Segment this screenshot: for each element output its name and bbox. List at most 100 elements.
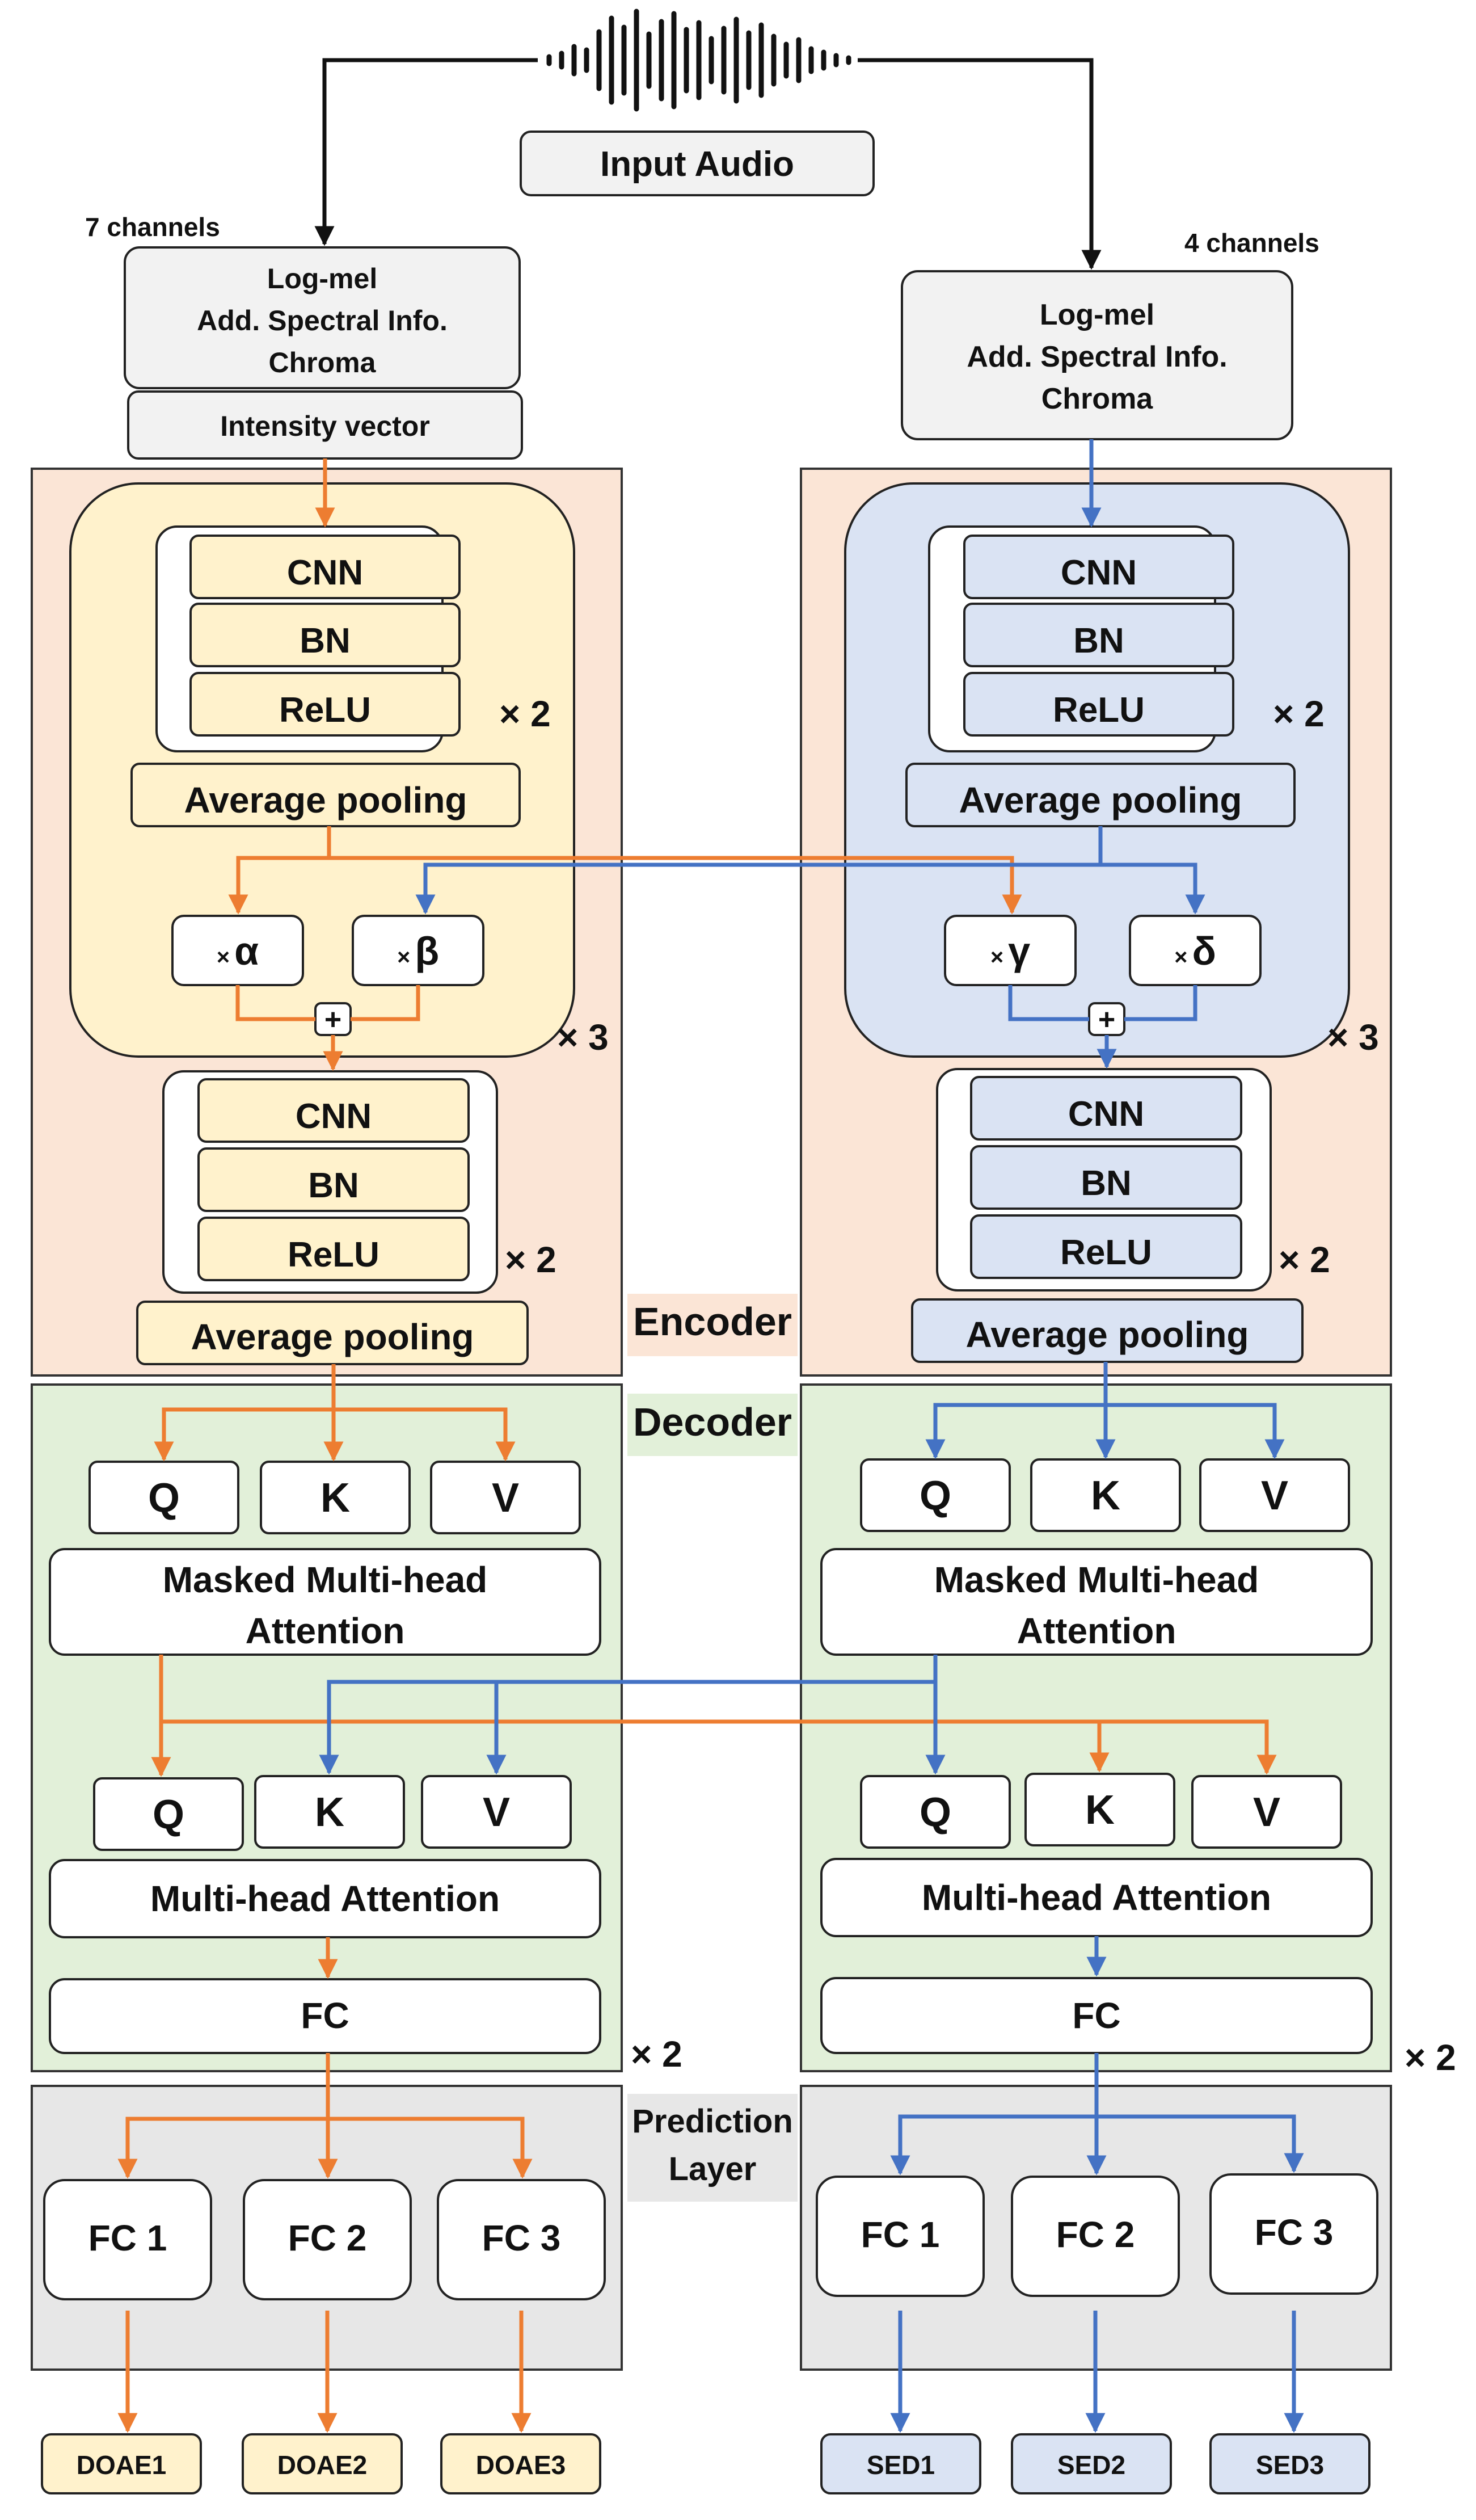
left-bn-box xyxy=(189,603,461,667)
doae3-label: DOAE3 xyxy=(476,2450,566,2480)
left-masked-attention-box xyxy=(49,1548,601,1656)
doae3-box xyxy=(440,2433,601,2494)
input-audio-label: Input Audio xyxy=(600,145,794,184)
right-delta-label: ×δ xyxy=(1174,929,1216,973)
left-dec-v1-label: V xyxy=(492,1475,519,1521)
right-dec-k2-box xyxy=(1024,1773,1175,1846)
right-features-box xyxy=(901,270,1293,440)
doae2-box xyxy=(242,2433,403,2494)
right-feature-logmel: Log-mel xyxy=(1040,298,1154,331)
left-dec-k2-box xyxy=(254,1775,405,1849)
left-masked-attention-line2: Attention xyxy=(246,1610,405,1651)
right-bn2-label: BN xyxy=(1081,1164,1132,1203)
left-fc-label: FC xyxy=(301,1995,349,2036)
sed3-label: SED3 xyxy=(1256,2450,1324,2480)
right-dec-k2-label: K xyxy=(1085,1787,1115,1833)
right-dec-v2-label: V xyxy=(1253,1790,1280,1835)
decoder-label-bg xyxy=(627,1394,798,1456)
right-dec-q1-box xyxy=(860,1458,1011,1532)
left-relu2-box xyxy=(197,1217,470,1281)
prediction-label-bg xyxy=(627,2094,798,2202)
input-audio-box xyxy=(520,131,875,196)
left-cnn-label: CNN xyxy=(287,553,363,592)
left-relu-label: ReLU xyxy=(279,691,371,730)
right-pool-to-beta xyxy=(415,863,1100,915)
sed2-box xyxy=(1011,2433,1172,2494)
right-relu2-box xyxy=(970,1214,1242,1279)
right-dec-k1-box xyxy=(1030,1458,1181,1532)
right-dec-k1-label: K xyxy=(1091,1473,1120,1518)
left-beta-label: ×β xyxy=(397,929,439,973)
right-pred-fc3-box xyxy=(1209,2173,1378,2295)
left-intensity-label: Intensity vector xyxy=(220,410,430,442)
left-cnn-box xyxy=(189,535,461,599)
left-repeat-2b: × 2 xyxy=(505,1239,556,1280)
left-masked-attention-line1: Masked Multi-head xyxy=(163,1559,488,1600)
left-feature-logmel: Log-mel xyxy=(267,263,377,295)
left-feature-spectral: Add. Spectral Info. xyxy=(197,305,448,336)
right-pred-fc2-label: FC 2 xyxy=(1056,2214,1135,2255)
left-feature-chroma: Chroma xyxy=(269,347,377,378)
left-dec-k1-label: K xyxy=(320,1475,350,1521)
right-repeat-2b: × 2 xyxy=(1279,1239,1330,1280)
left-repeat-3: × 3 xyxy=(557,1017,609,1058)
left-dec-q1-box xyxy=(88,1461,239,1534)
right-relu2-label: ReLU xyxy=(1060,1233,1152,1272)
right-masked-attention-line2: Attention xyxy=(1017,1610,1176,1651)
left-pred-fc2-label: FC 2 xyxy=(288,2218,367,2258)
decoder-label: Decoder xyxy=(633,1400,792,1444)
left-plus-label: + xyxy=(324,1003,341,1036)
encoder-label: Encoder xyxy=(633,1299,792,1344)
right-fc-label: FC xyxy=(1072,1995,1120,2036)
right-masked-attention-box xyxy=(820,1548,1373,1656)
right-pred-fc1-box xyxy=(816,2176,985,2297)
right-avgpool2-label: Average pooling xyxy=(965,1314,1249,1355)
right-plus-label: + xyxy=(1098,1003,1115,1036)
prediction-label-line1: Prediction xyxy=(632,2103,793,2140)
left-attention-box xyxy=(49,1859,601,1938)
right-attention-label: Multi-head Attention xyxy=(922,1877,1271,1918)
left-to-right-v2 xyxy=(1099,1719,1277,1775)
left-dec-q2-box xyxy=(93,1777,244,1851)
waveform-icon xyxy=(546,9,851,112)
left-relu2-label: ReLU xyxy=(288,1235,379,1274)
prediction-label-line2: Layer xyxy=(669,2151,757,2187)
right-masked-to-left-k2 xyxy=(319,1680,935,1775)
left-dec-k2-label: K xyxy=(315,1790,344,1835)
right-avgpool-label: Average pooling xyxy=(959,780,1242,821)
right-stream-connectors xyxy=(319,439,1304,2433)
right-feature-chroma: Chroma xyxy=(1041,382,1154,415)
right-cnn2-box xyxy=(970,1076,1242,1141)
left-dec-v1-box xyxy=(430,1461,581,1534)
right-gamma-to-plus xyxy=(1008,985,1089,1021)
right-pred-fc1-label: FC 1 xyxy=(861,2214,940,2255)
left-alpha-label: ×α xyxy=(217,929,259,973)
left-pool-to-alpha xyxy=(228,826,331,915)
left-alpha-to-plus xyxy=(235,985,315,1021)
left-bn-label: BN xyxy=(300,621,351,660)
right-decoder-repeat: × 2 xyxy=(1405,2037,1456,2078)
left-decoder-repeat: × 2 xyxy=(631,2034,682,2075)
left-relu-box xyxy=(189,672,461,737)
left-beta-to-plus xyxy=(351,985,420,1021)
right-relu-label: ReLU xyxy=(1053,691,1145,730)
encoder-label-bg xyxy=(627,1294,798,1356)
left-bn2-label: BN xyxy=(308,1166,359,1205)
right-cnn-label: CNN xyxy=(1061,553,1137,592)
right-dec-q2-label: Q xyxy=(920,1790,951,1835)
left-pred-fc1-box xyxy=(43,2179,212,2300)
right-masked-attention-line1: Masked Multi-head xyxy=(934,1559,1259,1600)
input-arrow-right xyxy=(858,58,1102,270)
right-pred-fc3-label: FC 3 xyxy=(1255,2212,1334,2253)
right-repeat-2a: × 2 xyxy=(1273,693,1325,734)
left-stream-connectors xyxy=(117,458,1277,2433)
doae1-box xyxy=(41,2433,202,2494)
left-dec-v2-label: V xyxy=(483,1790,510,1835)
right-cnn-box xyxy=(963,535,1234,599)
right-repeat-3: × 3 xyxy=(1327,1017,1379,1058)
right-channels-label: 4 channels xyxy=(1184,228,1319,258)
left-channels-label: 7 channels xyxy=(85,212,220,242)
right-dec-v1-box xyxy=(1199,1458,1350,1532)
right-dec-v2-box xyxy=(1191,1775,1342,1849)
right-bn-label: BN xyxy=(1073,621,1124,660)
